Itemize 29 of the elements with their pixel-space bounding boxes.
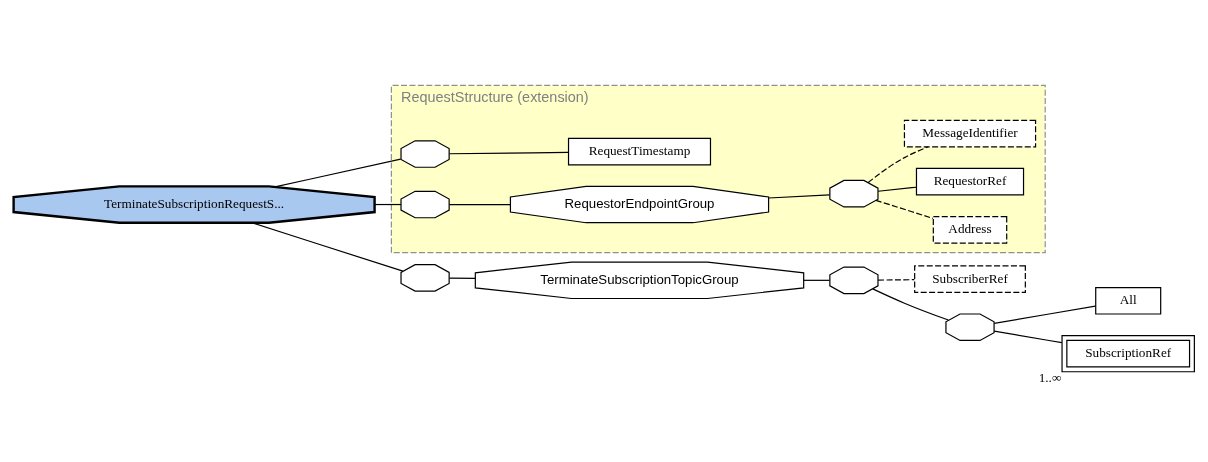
connector bbox=[802, 279, 831, 281]
connector bbox=[251, 222, 404, 272]
connector bbox=[448, 277, 476, 280]
node-label: 1..∞ bbox=[1038, 370, 1062, 386]
connector bbox=[448, 203, 511, 206]
connector bbox=[877, 279, 915, 281]
node-octagon bbox=[400, 264, 450, 292]
connector bbox=[448, 151, 569, 155]
node-box: All bbox=[1095, 286, 1162, 315]
node-octagon bbox=[400, 190, 450, 219]
node-octagon bbox=[945, 313, 995, 342]
connector bbox=[872, 288, 949, 321]
node-octagon bbox=[829, 266, 879, 295]
node-box: RequestTimestamp bbox=[567, 137, 712, 166]
node-octagon bbox=[829, 179, 879, 208]
node-box: Address bbox=[932, 215, 1008, 244]
connector bbox=[274, 158, 402, 188]
node-box: SubscriberRef bbox=[914, 265, 1026, 293]
connector bbox=[877, 186, 917, 192]
node-box: RequestorRef bbox=[915, 167, 1025, 196]
connector bbox=[374, 203, 402, 206]
node-octagon bbox=[400, 140, 450, 168]
connector bbox=[875, 199, 934, 219]
connector bbox=[993, 330, 1063, 344]
connector bbox=[867, 146, 929, 184]
connector bbox=[993, 305, 1096, 324]
node-box: MessageIdentifier bbox=[903, 119, 1037, 148]
node-box: SubscriptionRef bbox=[1061, 335, 1195, 373]
connector bbox=[768, 194, 831, 199]
